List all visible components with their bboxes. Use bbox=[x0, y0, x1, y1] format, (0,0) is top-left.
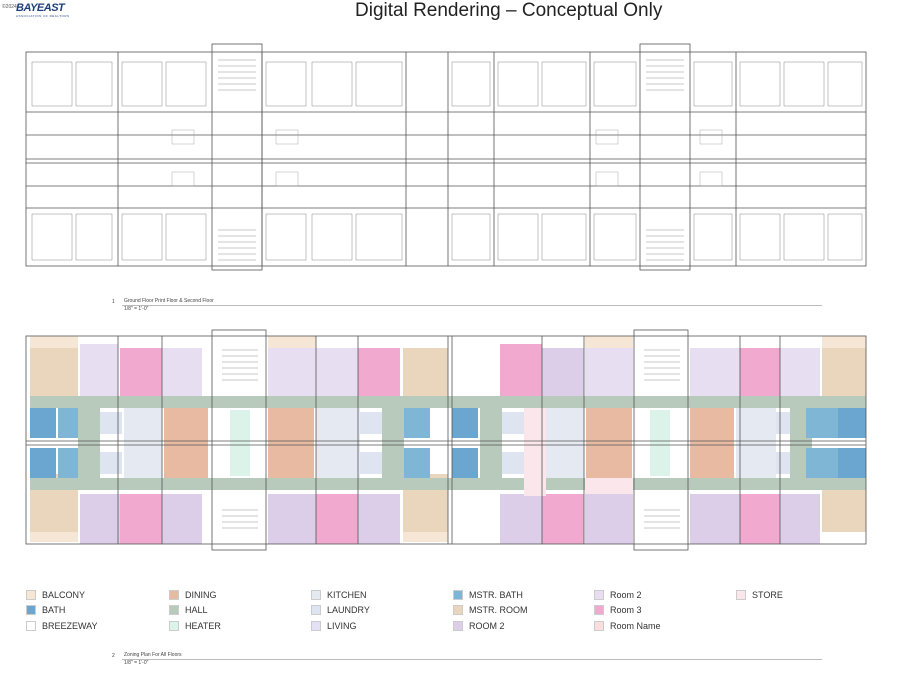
legend-label: MSTR. BATH bbox=[469, 590, 523, 600]
legend-label: KITCHEN bbox=[327, 590, 367, 600]
legend-swatch bbox=[26, 621, 36, 631]
legend-swatch bbox=[26, 605, 36, 615]
zone-bath bbox=[30, 408, 866, 478]
zoning-walls bbox=[25, 329, 867, 551]
legend-item-mstr-bath: MSTR. BATH bbox=[453, 590, 523, 600]
legend-swatch bbox=[311, 590, 321, 600]
zone-room2-upper bbox=[80, 344, 820, 402]
legend-label: DINING bbox=[185, 590, 217, 600]
legend-label: Room 3 bbox=[610, 605, 642, 615]
zone-room2-lower bbox=[80, 348, 820, 544]
zone-mstr-bath bbox=[58, 408, 838, 478]
legend-item-hall: HALL bbox=[169, 605, 208, 615]
plan2-title: Zoning Plan For All Floors bbox=[124, 652, 182, 658]
legend-label: BATH bbox=[42, 605, 66, 615]
legend-item-mstr-room: MSTR. ROOM bbox=[453, 605, 528, 615]
page-title: Digital Rendering – Conceptual Only bbox=[355, 0, 663, 21]
legend-swatch bbox=[311, 621, 321, 631]
plan2-number: 2 bbox=[112, 653, 115, 659]
legend-item-breezeway: BREEZEWAY bbox=[26, 621, 98, 631]
zone-room3 bbox=[120, 344, 780, 544]
legend-item-laundry: LAUNDRY bbox=[311, 605, 370, 615]
legend-swatch bbox=[453, 621, 463, 631]
legend-swatch bbox=[169, 605, 179, 615]
zoning-stair-treads bbox=[222, 349, 680, 529]
zone-laundry bbox=[100, 412, 790, 474]
legend-label: MSTR. ROOM bbox=[469, 605, 528, 615]
legend-item-room2-upper: Room 2 bbox=[594, 590, 642, 600]
bayeast-logo: BAYEAST bbox=[16, 2, 65, 14]
plan1-title: Ground Floor Print Floor & Second Floor bbox=[124, 298, 214, 304]
legend-swatch bbox=[169, 590, 179, 600]
legend-item-room3: Room 3 bbox=[594, 605, 642, 615]
legend-swatch bbox=[594, 621, 604, 631]
plan1-caption-rule bbox=[122, 305, 822, 306]
copyright-watermark: ©2024 bbox=[2, 4, 17, 10]
legend-label: HEATER bbox=[185, 621, 221, 631]
legend-swatch bbox=[453, 605, 463, 615]
legend-label: ROOM 2 bbox=[469, 621, 505, 631]
legend-label: LIVING bbox=[327, 621, 357, 631]
legend-item-living: LIVING bbox=[311, 621, 357, 631]
logo-subtitle: ASSOCIATION OF REALTORS bbox=[16, 14, 70, 18]
plan2-caption-rule bbox=[122, 659, 822, 660]
legend-swatch bbox=[736, 590, 746, 600]
legend-swatch bbox=[594, 590, 604, 600]
legend-item-store: STORE bbox=[736, 590, 783, 600]
legend-item-kitchen: KITCHEN bbox=[311, 590, 367, 600]
legend-label: STORE bbox=[752, 590, 783, 600]
zoning-legend: BALCONY BATH BREEZEWAY DINING HALL HEATE… bbox=[26, 590, 826, 640]
legend-swatch bbox=[26, 590, 36, 600]
legend-item-bath: BATH bbox=[26, 605, 65, 615]
zone-dining bbox=[164, 408, 734, 478]
legend-item-room2-lower: ROOM 2 bbox=[453, 621, 505, 631]
zone-kitchen bbox=[124, 408, 776, 478]
legend-label: LAUNDRY bbox=[327, 605, 370, 615]
legend-swatch bbox=[311, 605, 321, 615]
legend-swatch bbox=[453, 590, 463, 600]
legend-swatch bbox=[594, 605, 604, 615]
floor-plan-walls bbox=[25, 43, 867, 271]
legend-swatch bbox=[169, 621, 179, 631]
legend-item-dining: DINING bbox=[169, 590, 217, 600]
zone-balcony bbox=[30, 336, 866, 542]
legend-label: BREEZEWAY bbox=[42, 621, 98, 631]
legend-label: BALCONY bbox=[42, 590, 86, 600]
floor-plan-drawing bbox=[25, 43, 867, 271]
floor-plan-rooms bbox=[31, 61, 863, 261]
zoning-plan bbox=[25, 329, 867, 551]
zone-store bbox=[524, 408, 633, 496]
plan1-number: 1 bbox=[112, 299, 115, 305]
stair-treads bbox=[218, 59, 684, 261]
plan1-scale: 1/8" = 1'-0" bbox=[124, 306, 149, 312]
legend-label: HALL bbox=[185, 605, 208, 615]
legend-item-balcony: BALCONY bbox=[26, 590, 85, 600]
dining-tables bbox=[171, 129, 723, 187]
zone-heater bbox=[230, 410, 670, 476]
legend-label: Room Name bbox=[610, 621, 661, 631]
legend-label: Room 2 bbox=[610, 590, 642, 600]
legend-item-heater: HEATER bbox=[169, 621, 221, 631]
legend-item-room-name: Room Name bbox=[594, 621, 661, 631]
plan2-scale: 1/8" = 1'-0" bbox=[124, 660, 149, 666]
